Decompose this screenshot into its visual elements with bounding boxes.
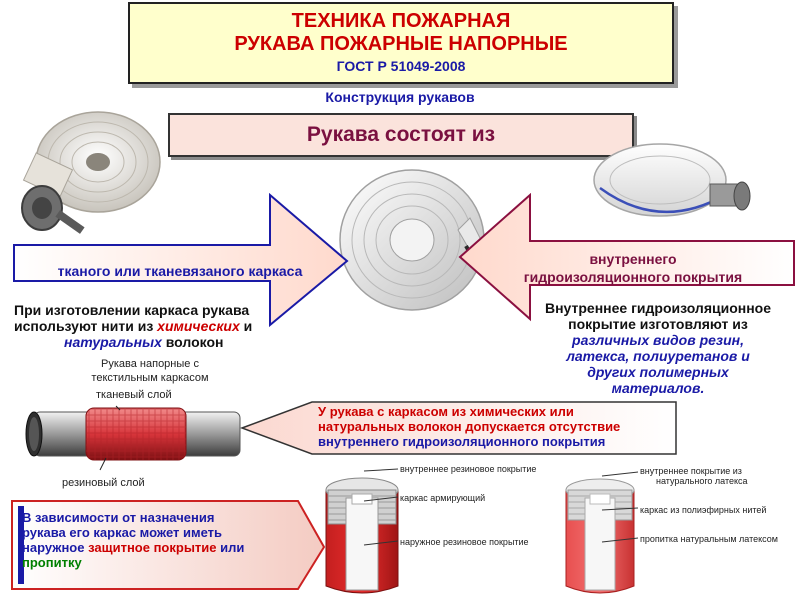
callout-line-2: натуральных волокон допускается отсутств… bbox=[318, 419, 621, 434]
bottom-description: В зависимости от назначения рукава его к… bbox=[22, 510, 302, 570]
flat-hose-with-coupling-image bbox=[593, 143, 751, 217]
bottom-line-3: наружное защитное покрытие или bbox=[22, 540, 302, 555]
coating-desc-line-5: других полимерных bbox=[587, 364, 729, 380]
coating-desc-line-3: различных видов резин, bbox=[572, 332, 744, 348]
subtitle: Конструкция рукавов bbox=[325, 89, 475, 105]
frame-desc-line-1: При изготовлении каркаса рукава bbox=[14, 302, 250, 318]
coating-label: внутреннего гидроизоляционного покрытия bbox=[478, 250, 788, 286]
hose-diagram-caption: Рукава напорные с текстильным каркасом bbox=[50, 357, 250, 385]
callout-line-1: У рукава с каркасом из химических или bbox=[318, 404, 574, 419]
bottom-left-arrow-box bbox=[11, 500, 326, 590]
bottom-line-1: В зависимости от назначения bbox=[22, 510, 215, 525]
frame-desc-line-2a: используют нити из bbox=[14, 318, 158, 334]
diagram2-label1-line-1: внутреннее покрытие из bbox=[640, 466, 742, 476]
diagram1-outer-rubber-label: наружное резиновое покрытие bbox=[400, 537, 529, 547]
bottom-line-3c: или bbox=[216, 540, 245, 555]
rubber-hose-cross-section bbox=[325, 477, 399, 594]
frame-desc-line-3b: волокон bbox=[161, 334, 224, 350]
diagram2-leader-lines bbox=[601, 471, 639, 543]
right-arrow bbox=[458, 193, 795, 322]
title-line-1: ТЕХНИКА ПОЖАРНАЯ bbox=[291, 10, 511, 32]
fabric-layer-label: тканевый слой bbox=[96, 389, 172, 401]
protective-coating-text: защитное покрытие bbox=[88, 540, 217, 555]
diagram1-leader-lines bbox=[363, 468, 399, 546]
hose-caption-line-1: Рукава напорные с bbox=[101, 358, 199, 370]
natural-fibers-text: натуральных bbox=[64, 334, 162, 350]
hose-layers-diagram bbox=[25, 405, 241, 471]
center-coiled-hose-image bbox=[339, 169, 491, 311]
frame-desc-line-2c: и bbox=[239, 318, 253, 334]
coating-label-line-2: гидроизоляционного покрытия bbox=[523, 269, 743, 285]
frame-desc-line-2: используют нити из химических и bbox=[14, 318, 344, 334]
title-box: ТЕХНИКА ПОЖАРНАЯ РУКАВА ПОЖАРНЫЕ НАПОРНЫ… bbox=[128, 2, 674, 84]
diagram2-latex-impregnation-label: пропитка натуральным латексом bbox=[640, 534, 778, 544]
diagram2-polyester-frame-label: каркас из полиэфирных нитей bbox=[640, 505, 767, 515]
callout-arrow-box bbox=[240, 401, 677, 455]
bottom-line-2: рукава его каркас может иметь bbox=[22, 525, 223, 540]
coiled-hose-with-coupling-image bbox=[21, 111, 161, 234]
frame-desc-line-3: натуральных волокон bbox=[14, 334, 344, 350]
gost-label: ГОСТ Р 51049-2008 bbox=[336, 58, 466, 74]
latex-hose-cross-section bbox=[565, 478, 635, 594]
left-arrow bbox=[13, 193, 349, 328]
bottom-line-3a: наружное bbox=[22, 540, 89, 555]
callout-text: У рукава с каркасом из химических или на… bbox=[318, 404, 668, 449]
diagram1-reinforcing-frame-label: каркас армирующий bbox=[400, 493, 486, 503]
chemical-fibers-text: химических bbox=[157, 318, 240, 334]
hose-caption-line-2: текстильным каркасом bbox=[91, 372, 209, 384]
coating-label-line-1: внутреннего bbox=[589, 251, 677, 267]
coating-desc-line-6: материалов. bbox=[611, 380, 705, 396]
diagram1-inner-rubber-label: внутреннее резиновое покрытие bbox=[400, 464, 537, 474]
bottom-line-4: пропитку bbox=[22, 555, 82, 570]
callout-line-3: внутреннего гидроизоляционного покрытия bbox=[318, 434, 606, 449]
coating-description: Внутреннее гидроизоляционное покрытие из… bbox=[520, 300, 796, 396]
diagram2-label1-line-2: натурального латекса bbox=[656, 476, 748, 486]
frame-description: При изготовлении каркаса рукава использу… bbox=[14, 302, 344, 350]
frame-label: тканого или тканевязаного каркаса bbox=[57, 263, 303, 279]
coating-desc-line-4: латекса, полиуретанов и bbox=[566, 348, 750, 364]
rubber-layer-label: резиновый слой bbox=[62, 477, 145, 489]
title-line-2: РУКАВА ПОЖАРНЫЕ НАПОРНЫЕ bbox=[234, 33, 568, 55]
diagram2-inner-latex-label: внутреннее покрытие из натурального лате… bbox=[640, 466, 798, 486]
coating-desc-line-1: Внутреннее гидроизоляционное bbox=[544, 300, 772, 316]
consists-of-box: Рукава состоят из bbox=[168, 113, 634, 157]
coating-desc-line-2: покрытие изготовляют из bbox=[568, 316, 748, 332]
